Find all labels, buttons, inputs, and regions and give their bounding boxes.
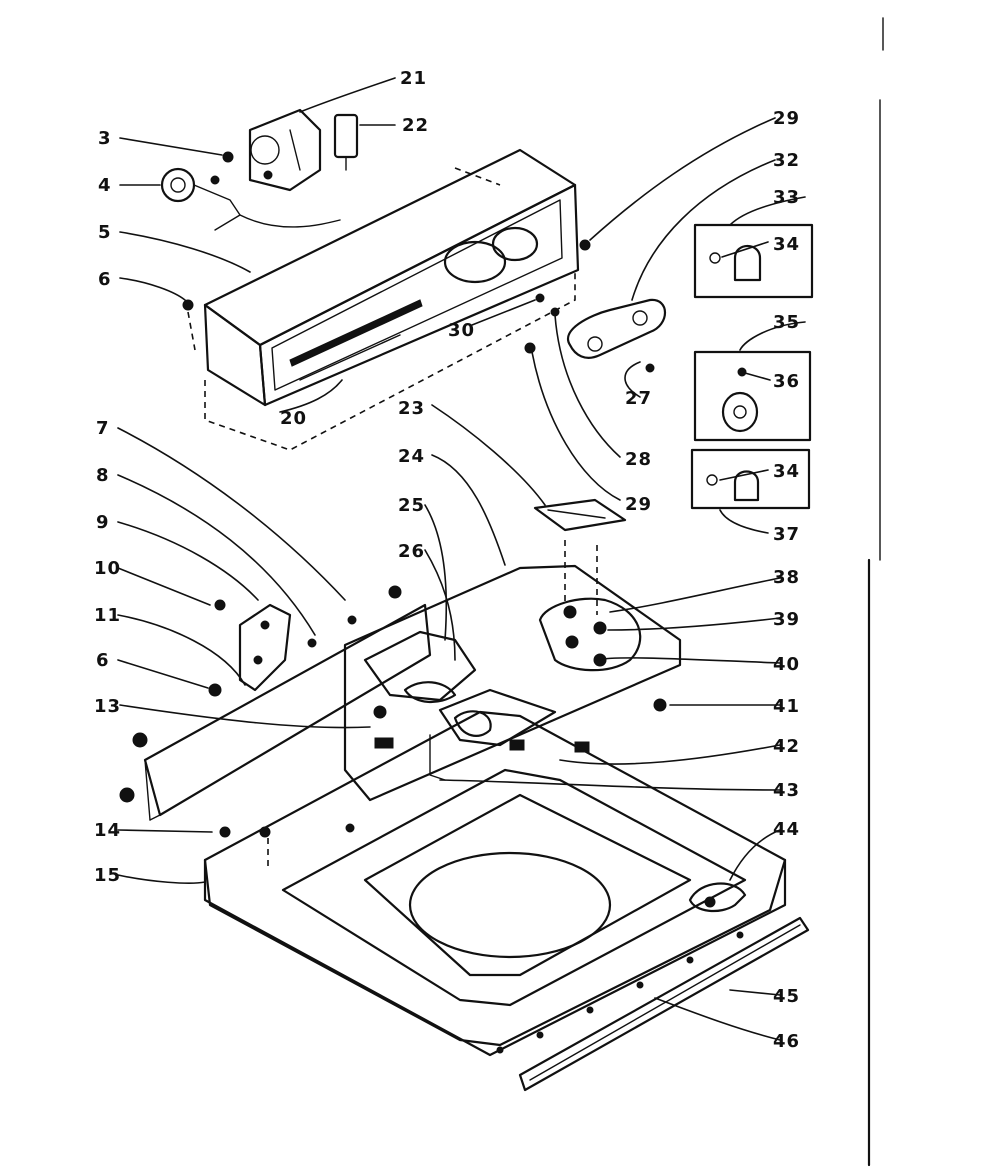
callout-15: 15	[94, 865, 121, 886]
callout-6-bottom: 6	[96, 650, 110, 671]
callout-20: 20	[280, 408, 307, 429]
callout-33: 33	[773, 187, 800, 208]
callout-34-bottom: 34	[773, 461, 800, 482]
screw-6	[182, 299, 194, 311]
callout-38: 38	[773, 567, 800, 588]
leader-lines	[117, 77, 806, 1041]
callout-45: 45	[773, 986, 800, 1007]
callout-35: 35	[773, 312, 800, 333]
bracket-part	[238, 603, 292, 692]
callout-34-top: 34	[773, 234, 800, 255]
callout-26: 26	[398, 541, 425, 562]
cabinet-top-15	[203, 710, 787, 1057]
callout-36: 36	[773, 371, 800, 392]
main-top-24	[343, 540, 682, 802]
callout-29-mid: 29	[625, 494, 652, 515]
callout-9: 9	[96, 512, 110, 533]
screw-3b	[210, 175, 220, 185]
callout-27: 27	[625, 388, 652, 409]
callout-23: 23	[398, 398, 425, 419]
loose-fasteners	[119, 585, 667, 868]
callout-28: 28	[625, 449, 652, 470]
knob-screw-27	[645, 363, 655, 373]
dial-trim-32	[566, 298, 666, 359]
callout-8: 8	[96, 465, 110, 486]
lid-hinge-23	[533, 498, 627, 532]
callout-4: 4	[98, 175, 112, 196]
callout-3: 3	[98, 128, 112, 149]
callout-7: 7	[96, 418, 110, 439]
callout-22: 22	[402, 115, 429, 136]
callout-6-top: 6	[98, 269, 112, 290]
callout-10: 10	[94, 558, 121, 579]
callout-40: 40	[773, 654, 800, 675]
knob-screw-29b	[524, 342, 536, 354]
front-trim-strip	[518, 916, 810, 1092]
control-console	[203, 148, 580, 451]
callout-42: 42	[773, 736, 800, 757]
callout-21: 21	[400, 68, 427, 89]
knob-screw-30a	[535, 293, 545, 303]
knob-box-37	[690, 448, 811, 510]
callout-29-top: 29	[773, 108, 800, 129]
timer-part	[248, 108, 322, 192]
callout-25: 25	[398, 495, 425, 516]
callout-46: 46	[773, 1031, 800, 1052]
knob-box-35	[693, 350, 812, 442]
callout-43: 43	[773, 780, 800, 801]
switch-part	[333, 113, 359, 171]
callout-30: 30	[448, 320, 475, 341]
callout-11: 11	[94, 605, 121, 626]
lid-switch-assembly	[363, 630, 590, 781]
callout-39: 39	[773, 609, 800, 630]
callout-24: 24	[398, 446, 425, 467]
callout-5: 5	[98, 222, 112, 243]
callout-13: 13	[94, 696, 121, 717]
rear-panel-13	[143, 603, 432, 821]
page-border-lines	[867, 17, 884, 1167]
callout-37: 37	[773, 524, 800, 545]
knob-box-33	[693, 223, 814, 299]
knob-screw-29a	[579, 239, 591, 251]
callout-41: 41	[773, 696, 800, 717]
callout-14: 14	[94, 820, 121, 841]
callout-44: 44	[773, 819, 800, 840]
water-level-switch	[160, 167, 341, 231]
screw-3	[222, 151, 234, 163]
callout-32: 32	[773, 150, 800, 171]
callout-labels: 21 22 3 4 5 6 20 29 32 33 34 35 36 27 30…	[94, 68, 800, 1052]
